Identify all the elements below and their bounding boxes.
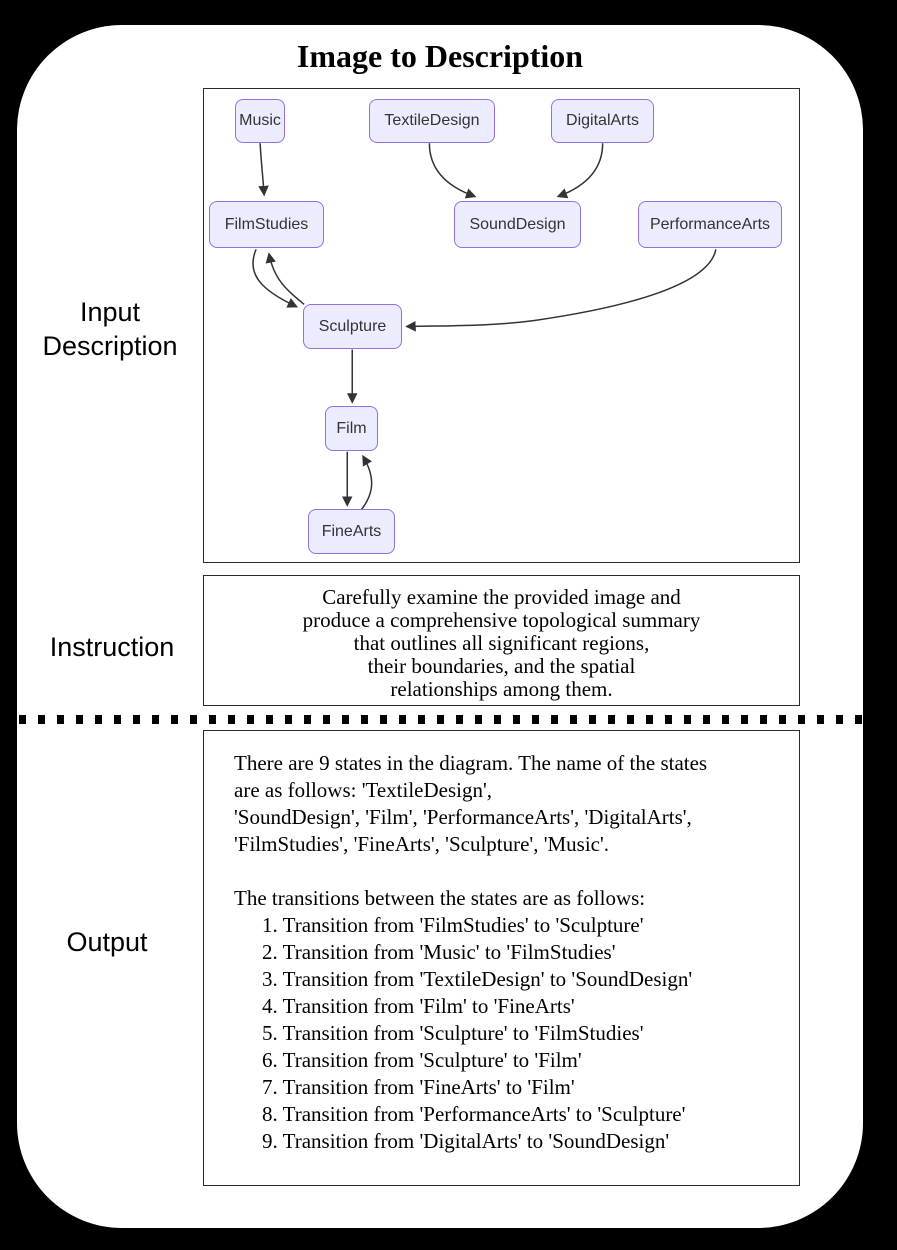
instruction-panel: Carefully examine the provided image and… xyxy=(203,575,800,706)
instruction-text: Carefully examine the provided image and… xyxy=(204,576,799,701)
state-node-sounddesign: SoundDesign xyxy=(454,201,581,248)
output-line: There are 9 states in the diagram. The n… xyxy=(234,751,708,775)
output-panel: There are 9 states in the diagram. The n… xyxy=(203,730,800,1186)
state-diagram-edges xyxy=(252,143,717,511)
instruction-line: that outlines all significant regions, xyxy=(353,631,650,655)
output-transition-item: 3. Transition from 'TextileDesign' to 'S… xyxy=(262,967,693,991)
instruction-line: Carefully examine the provided image and xyxy=(322,585,681,609)
output-transition-item: 9. Transition from 'DigitalArts' to 'Sou… xyxy=(262,1129,670,1153)
state-node-finearts: FineArts xyxy=(308,509,395,554)
state-node-music: Music xyxy=(235,99,285,143)
output-label: Output xyxy=(66,927,148,957)
state-node-digitalarts: DigitalArts xyxy=(551,99,654,143)
edge-sculpture-filmstudies xyxy=(265,252,305,306)
state-node-sculpture: Sculpture xyxy=(303,304,402,349)
output-transitions-header: The transitions between the states are a… xyxy=(234,886,646,910)
state-node-performancearts: PerformanceArts xyxy=(638,201,782,248)
state-node-textiledesign: TextileDesign xyxy=(369,99,495,143)
output-line: 'FilmStudies', 'FineArts', 'Sculpture', … xyxy=(234,832,610,856)
state-node-filmstudies: FilmStudies xyxy=(209,201,324,248)
edge-filmstudies-sculpture xyxy=(252,249,299,308)
edge-music-filmstudies xyxy=(258,143,269,197)
instruction-line: relationships among them. xyxy=(390,677,613,701)
output-transition-item: 7. Transition from 'FineArts' to 'Film' xyxy=(262,1075,575,1099)
edge-textiledesign-sounddesign xyxy=(428,143,477,199)
input-label-line2: Description xyxy=(42,331,178,361)
output-transition-item: 8. Transition from 'PerformanceArts' to … xyxy=(262,1102,686,1126)
edge-performancearts-sculpture xyxy=(405,249,717,332)
input-label-line1: Input xyxy=(79,297,141,327)
output-transition-item: 5. Transition from 'Sculpture' to 'FilmS… xyxy=(262,1021,644,1045)
input-diagram-panel: Music TextileDesign DigitalArts FilmStud… xyxy=(203,88,800,563)
output-transition-item: 6. Transition from 'Sculpture' to 'Film' xyxy=(262,1048,582,1072)
input-description-label: Input Description xyxy=(10,295,210,363)
instruction-label: Instruction xyxy=(49,632,175,662)
state-node-film: Film xyxy=(325,406,378,451)
output-transition-item: 2. Transition from 'Music' to 'FilmStudi… xyxy=(262,940,616,964)
output-text: There are 9 states in the diagram. The n… xyxy=(204,731,799,1155)
output-transition-item: 4. Transition from 'Film' to 'FineArts' xyxy=(262,994,575,1018)
edge-finearts-film xyxy=(360,454,373,511)
output-transition-item: 1. Transition from 'FilmStudies' to 'Scu… xyxy=(262,913,644,937)
dotted-divider xyxy=(0,715,897,724)
figure-title: Image to Description xyxy=(296,38,584,74)
instruction-line: produce a comprehensive topological summ… xyxy=(302,608,701,632)
output-line-blank xyxy=(234,858,789,885)
edge-digitalarts-sounddesign xyxy=(556,143,604,199)
output-line: are as follows: 'TextileDesign', xyxy=(234,778,493,802)
instruction-line: their boundaries, and the spatial xyxy=(367,654,636,678)
output-line: 'SoundDesign', 'Film', 'PerformanceArts'… xyxy=(234,805,692,829)
